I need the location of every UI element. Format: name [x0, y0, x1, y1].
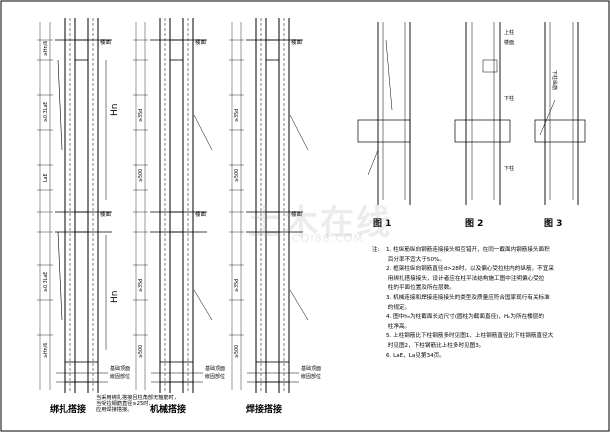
fig2-slab: 楼面: [504, 39, 514, 46]
mech-dim-ticks: [133, 39, 148, 336]
note-line: 用绑扎搭接接头，设计者应在柱平法结构施工图中注明偏心受拉: [372, 275, 604, 285]
fig2-lower: 下柱: [504, 95, 514, 102]
note-text: 时见图2，下柱钢筋比上柱多时见图3。: [386, 342, 485, 349]
note-text: 6. LaE，La见第34页。: [386, 352, 445, 359]
note-text: 1. 柱纵筋纵向钢筋连接接头相互错开，在同一截面内钢筋接头面积: [386, 247, 550, 253]
weld-floor-label: 楼面: [291, 38, 303, 46]
panel-bind: 楼面 楼面 Hn Hn 基础顶面 嵌固部位 ≥Hn/6 ≥0.3LaE LaE …: [37, 18, 130, 415]
weld-dim-1: ≥35d: [234, 109, 240, 122]
figure-2: 上柱 楼面 下柱 下柱 图 2: [454, 22, 514, 229]
bind-base-top: 基础顶面: [110, 365, 130, 372]
watermark-logo: 土木在线: [248, 203, 392, 243]
weld-dim-2: ≥500: [234, 169, 240, 182]
watermark-url: COI88.COM: [292, 232, 364, 245]
bind-base-beam: 嵌固部位: [110, 373, 130, 380]
weld-floor-label-2: 楼面: [291, 210, 303, 218]
note-text: 用绑扎搭接接头，设计者应在柱平法结构施工图中注明偏心受拉: [386, 275, 545, 282]
note-text: 3. 机械连接和焊接连接接头的类型及质量应符合国家现行有关标准: [386, 294, 550, 301]
figure-1: 图 1: [357, 22, 411, 229]
bind-floor-label-2: 楼面: [100, 210, 112, 218]
fig2-title: 图 2: [465, 218, 483, 229]
bind-hn-top: Hn: [110, 104, 120, 116]
figure-3: 下柱纵筋 图 3: [534, 22, 586, 229]
bind-dim-4: ≥0.3LaE: [43, 272, 49, 292]
weld-dim-4: ≥500: [234, 345, 240, 358]
notes-head: 注:: [372, 247, 380, 253]
bind-floor-label: 楼面: [100, 38, 112, 46]
fig2-lower-2: 下柱: [504, 165, 514, 172]
weld-title: 焊接搭接: [246, 403, 282, 415]
note-line: 6. LaE，La见第34页。: [372, 352, 604, 362]
mech-dim-2: ≥500: [138, 169, 144, 182]
note-line: 注: 1. 柱纵筋纵向钢筋连接接头相互错开，在同一截面内钢筋接头面积: [372, 246, 604, 256]
bind-dim-2: ≥0.3LaE: [43, 102, 49, 122]
mech-dim-1: ≥35d: [138, 109, 144, 122]
weld-dim-3: ≥35d: [234, 279, 240, 292]
note-line: 2. 框架柱纵向钢筋直径d>28时，以及偏心受拉柱内的纵筋，不宜采: [372, 265, 604, 275]
mech-floor-label: 楼面: [195, 38, 207, 46]
mech-title: 机械搭接: [150, 403, 186, 415]
fig3-note: 下柱纵筋: [551, 70, 558, 90]
note-text: 2. 框架柱纵向钢筋直径d>28时，以及偏心受拉柱内的纵筋，不宜采: [386, 266, 554, 273]
bottom-note: 当采用绑扎搭接且柱角部无箍筋时， 当受拉钢筋直径≥25时， 应用焊接搭接。: [96, 395, 214, 414]
bind-dim-ticks: [37, 39, 53, 336]
note-text: 柱的平面位置及所在层数。: [386, 285, 455, 292]
mech-dim-3: ≥35d: [138, 279, 144, 292]
bottom-note-line: 当受拉钢筋直径≥25时，: [96, 401, 154, 408]
bind-dim-3: LaE: [43, 173, 49, 182]
note-line: 3. 机械连接和焊接连接接头的类型及质量应符合国家现行有关标准: [372, 294, 604, 304]
note-text: 柱净高。: [386, 323, 411, 330]
note-line: 5. 上柱钢筋比下柱钢筋多时见图1，上柱钢筋直径比下柱钢筋直径大: [372, 332, 604, 342]
bind-hn-bottom: Hn: [110, 291, 120, 303]
fig1-title: 图 1: [373, 218, 391, 229]
note-line: 4. 图中hₙ为柱截面长边尺寸(圆柱为截面直径)，Hₙ为所在楼层的: [372, 313, 604, 323]
note-text: 4. 图中hₙ为柱截面长边尺寸(圆柱为截面直径)，Hₙ为所在楼层的: [386, 314, 544, 321]
note-text: 的规定。: [386, 304, 411, 311]
panel-weld: 楼面 楼面 ≥35d ≥500 ≥35d ≥500 基础顶面 嵌固部位 焊接搭接: [229, 18, 321, 415]
fig3-title: 图 3: [544, 218, 562, 229]
weld-dim-ticks: [229, 39, 244, 336]
note-line: 柱的平面位置及所在层数。: [372, 284, 604, 294]
weld-base-top: 基础顶面: [301, 365, 321, 372]
mech-dim-4: ≥500: [138, 345, 144, 358]
bottom-note-line: 当采用绑扎搭接且柱角部无箍筋时，: [96, 395, 180, 401]
bind-title: 绑扎搭接: [50, 403, 86, 415]
note-text: 5. 上柱钢筋比下柱钢筋多时见图1，上柱钢筋直径比下柱钢筋直径大: [386, 333, 554, 340]
note-text: 百分率不宜大于50%。: [386, 256, 445, 263]
weld-base-beam: 嵌固部位: [301, 373, 321, 380]
fig2-upper: 上柱: [504, 29, 514, 36]
note-line: 百分率不宜大于50%。: [372, 256, 604, 266]
note-line: 时见图2，下柱钢筋比上柱多时见图3。: [372, 342, 604, 352]
mech-base-beam: 嵌固部位: [205, 373, 225, 380]
bind-dim-5: ≥Hn/6: [43, 343, 49, 358]
panel-mech: 楼面 楼面 ≥35d ≥500 ≥35d ≥500 基础顶面 嵌固部位 机械搭接: [133, 18, 225, 415]
bottom-note-line: 应用焊接搭接。: [96, 407, 133, 414]
note-line: 柱净高。: [372, 323, 604, 333]
note-line: 的规定。: [372, 304, 604, 314]
mech-floor-label-2: 楼面: [195, 210, 207, 218]
notes-block: 注: 1. 柱纵筋纵向钢筋连接接头相互错开，在同一截面内钢筋接头面积 百分率不宜大…: [372, 246, 604, 361]
bind-dim-1: ≥Hn/6: [43, 41, 49, 56]
mech-base-top: 基础顶面: [205, 365, 225, 372]
